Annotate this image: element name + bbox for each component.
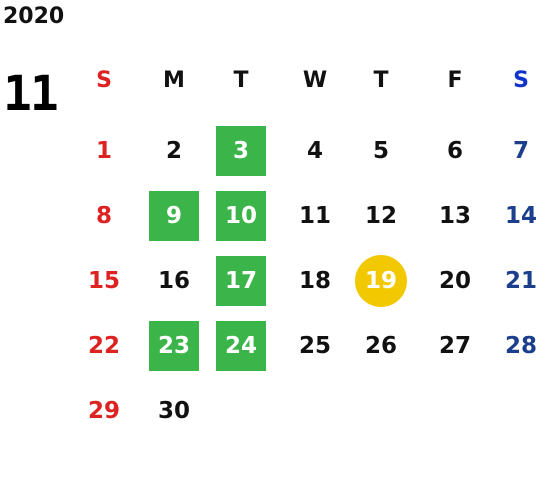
day-cell[interactable]: 21 bbox=[504, 267, 537, 294]
day-cell[interactable]: 25 bbox=[298, 332, 331, 359]
day-cell[interactable]: 14 bbox=[504, 202, 537, 229]
weekday-header: W bbox=[302, 68, 328, 93]
weekday-header: S bbox=[513, 68, 529, 93]
day-cell[interactable]: 20 bbox=[438, 267, 471, 294]
weekday-header: M bbox=[163, 68, 185, 93]
day-cell[interactable]: 30 bbox=[157, 397, 190, 424]
day-cell-today[interactable]: 19 bbox=[355, 255, 407, 307]
day-cell-highlighted[interactable]: 23 bbox=[149, 321, 199, 371]
day-cell[interactable]: 6 bbox=[446, 137, 463, 164]
day-cell[interactable]: 29 bbox=[87, 397, 120, 424]
day-cell[interactable]: 12 bbox=[364, 202, 397, 229]
month-number: 11 bbox=[3, 66, 59, 122]
day-cell[interactable]: 13 bbox=[438, 202, 471, 229]
day-cell-highlighted[interactable]: 17 bbox=[216, 256, 266, 306]
day-cell-highlighted[interactable]: 3 bbox=[216, 126, 266, 176]
day-cell[interactable]: 1 bbox=[95, 137, 112, 164]
day-cell[interactable]: 2 bbox=[165, 137, 182, 164]
day-cell-highlighted[interactable]: 24 bbox=[216, 321, 266, 371]
day-cell[interactable]: 27 bbox=[438, 332, 471, 359]
day-cell[interactable]: 22 bbox=[87, 332, 120, 359]
weekday-header: F bbox=[447, 68, 463, 93]
day-cell[interactable]: 28 bbox=[504, 332, 537, 359]
day-cell[interactable]: 8 bbox=[95, 202, 112, 229]
day-cell[interactable]: 4 bbox=[306, 137, 323, 164]
weekday-header: S bbox=[96, 68, 112, 93]
day-cell[interactable]: 18 bbox=[298, 267, 331, 294]
day-cell[interactable]: 16 bbox=[157, 267, 190, 294]
day-cell[interactable]: 26 bbox=[364, 332, 397, 359]
weekday-header: T bbox=[233, 68, 249, 93]
day-cell[interactable]: 11 bbox=[298, 202, 331, 229]
day-cell-highlighted[interactable]: 9 bbox=[149, 191, 199, 241]
weekday-header: T bbox=[373, 68, 389, 93]
day-cell[interactable]: 15 bbox=[87, 267, 120, 294]
day-cell[interactable]: 7 bbox=[512, 137, 529, 164]
day-cell-highlighted[interactable]: 10 bbox=[216, 191, 266, 241]
year-label: 2020 bbox=[3, 4, 65, 29]
day-cell[interactable]: 5 bbox=[372, 137, 389, 164]
